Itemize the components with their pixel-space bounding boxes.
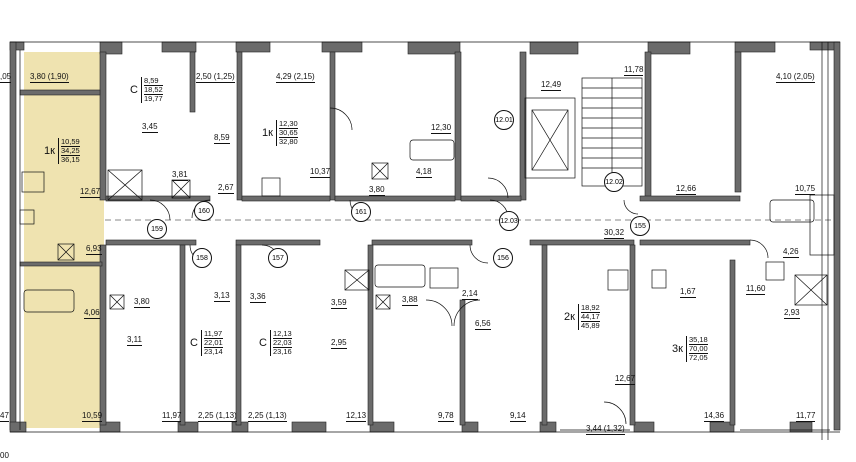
area-label: 30,32	[604, 228, 625, 239]
area-label: 00	[0, 451, 9, 460]
area-label: 3,80 (1,90)	[30, 72, 69, 83]
area-label: 10,37	[310, 167, 331, 178]
area-label: 3,80	[134, 297, 150, 308]
area-label: 12,30	[431, 123, 452, 134]
area-label: 2,95	[331, 338, 347, 349]
area-label: 11,60	[746, 284, 766, 295]
marker-circle: 160	[194, 201, 214, 221]
area-label: 12,67	[80, 187, 101, 198]
marker-circle: 157	[268, 248, 288, 268]
marker-circle: 12.02	[604, 172, 624, 192]
marker-circle: 155	[630, 216, 650, 236]
area-label: 10,75	[795, 184, 816, 195]
area-label: 4,10 (2,05)	[776, 72, 815, 83]
area-label: 3,81	[172, 170, 188, 181]
area-label: 12,66	[676, 184, 697, 195]
area-label: 2,93	[784, 308, 800, 319]
walls	[9, 41, 841, 433]
area-label: 14,36	[704, 411, 725, 422]
area-label: 4,06	[84, 308, 100, 319]
area-label: 11,97	[162, 411, 182, 422]
area-label: 47	[0, 411, 9, 422]
area-label: 9,14	[510, 411, 526, 422]
marker-circle: 12.01	[494, 110, 514, 130]
area-label: 3,44 (1,32)	[586, 424, 625, 435]
area-label: 4,18	[416, 167, 432, 178]
area-label: 4,26	[783, 247, 799, 258]
area-label: 3,80	[369, 185, 385, 196]
area-label: 11,78	[624, 65, 644, 76]
area-label: 2,67	[218, 183, 234, 194]
area-label: 3,11	[127, 335, 142, 346]
area-label: 2,14	[462, 289, 478, 300]
thin-lines	[10, 41, 840, 440]
area-label: 3,13	[214, 291, 230, 302]
area-label: 3,88	[402, 295, 418, 306]
area-label: 12,13	[346, 411, 367, 422]
area-label: 2,25 (1,13)	[198, 411, 237, 422]
area-label: 2,25 (1,13)	[248, 411, 287, 422]
marker-circle: 156	[493, 248, 513, 268]
area-label: 9,78	[438, 411, 454, 422]
highlighted-apartment-fill	[24, 52, 100, 90]
marker-circle: 159	[147, 219, 167, 239]
marker-circle: 161	[351, 202, 371, 222]
area-label: 6,56	[475, 319, 491, 330]
area-label: 4,29 (2,15)	[276, 72, 315, 83]
marker-circle: 158	[192, 248, 212, 268]
area-label: 12,67	[615, 374, 636, 385]
area-label: 8,59	[214, 133, 230, 144]
area-label: ,05	[0, 72, 12, 83]
area-label: 3,59	[331, 298, 347, 309]
area-label: 3,45	[142, 122, 158, 133]
area-label: 3,36	[250, 292, 266, 303]
area-label: 12,49	[541, 80, 562, 91]
area-label: 6,93	[86, 244, 102, 255]
area-label: 10,59	[82, 411, 103, 422]
area-label: 2,50 (1,25)	[196, 72, 235, 83]
area-label: 11,77	[796, 411, 816, 422]
area-label: 1,67	[680, 287, 696, 298]
marker-circle: 12.03	[499, 211, 519, 231]
